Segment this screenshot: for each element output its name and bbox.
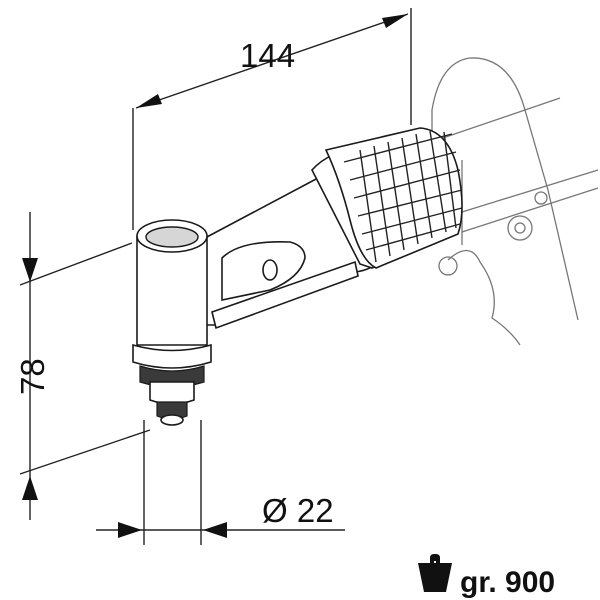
weight-label: gr. 900 — [460, 566, 555, 599]
dimension-height — [19, 212, 151, 520]
weight-icon — [418, 554, 452, 592]
dimension-label-diameter: Ø 22 — [262, 492, 334, 529]
angle-head-tool — [132, 127, 463, 426]
dimension-diameter — [96, 420, 345, 545]
knurled-grid — [343, 130, 463, 263]
dimension-label-height: 78 — [14, 358, 51, 395]
dimension-label-length: 144 — [240, 37, 295, 74]
dimension-length — [132, 8, 412, 230]
background-machine — [431, 57, 599, 346]
